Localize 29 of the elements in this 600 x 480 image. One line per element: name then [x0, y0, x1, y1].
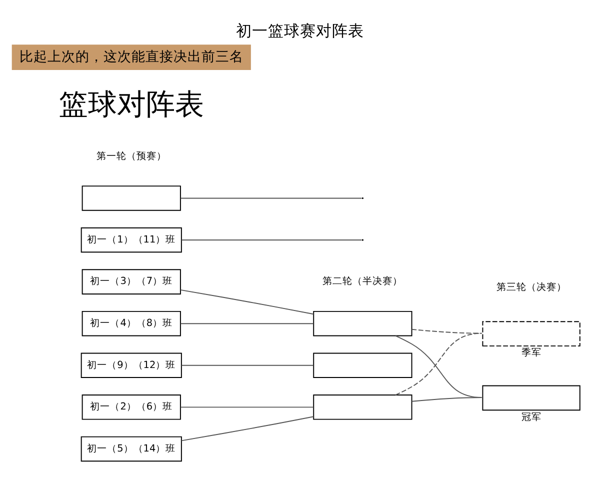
connector: [180, 322, 314, 324]
diagram-title: 初一篮球赛对阵表: [236, 22, 364, 40]
label: 第一轮（预赛）: [96, 150, 166, 162]
connector: [181, 364, 314, 366]
node-box: 初一（2）（6）班: [82, 394, 181, 420]
label: 比起上次的，这次能直接决出前三名: [19, 48, 244, 64]
connector: [180, 406, 314, 408]
node-box: 初一（3）（7）班: [82, 268, 181, 294]
label: 第三轮（决赛）: [496, 282, 566, 293]
connector: [411, 396, 482, 402]
node-box: [82, 185, 181, 210]
node-label: 季军: [522, 347, 542, 358]
node-box: 初一（9）（12）班: [80, 352, 182, 378]
connector: [181, 416, 314, 441]
node-box: 初一（5）（14）班: [80, 436, 182, 462]
connector: [180, 288, 314, 314]
connector: [180, 197, 362, 198]
node-box: 初一（4）（8）班: [82, 310, 181, 336]
label: 篮球对阵表: [58, 88, 204, 121]
node-box: [313, 352, 412, 378]
label: 第二轮（半决赛）: [322, 276, 403, 287]
node-box: [313, 394, 412, 420]
node-box: 初一（1）（11）班: [80, 226, 182, 252]
connector: [181, 239, 362, 240]
node-box: [482, 320, 580, 346]
node-box: [482, 384, 580, 410]
node-box: [313, 310, 412, 336]
node-label: 冠军: [522, 411, 542, 422]
connector: [411, 328, 482, 334]
